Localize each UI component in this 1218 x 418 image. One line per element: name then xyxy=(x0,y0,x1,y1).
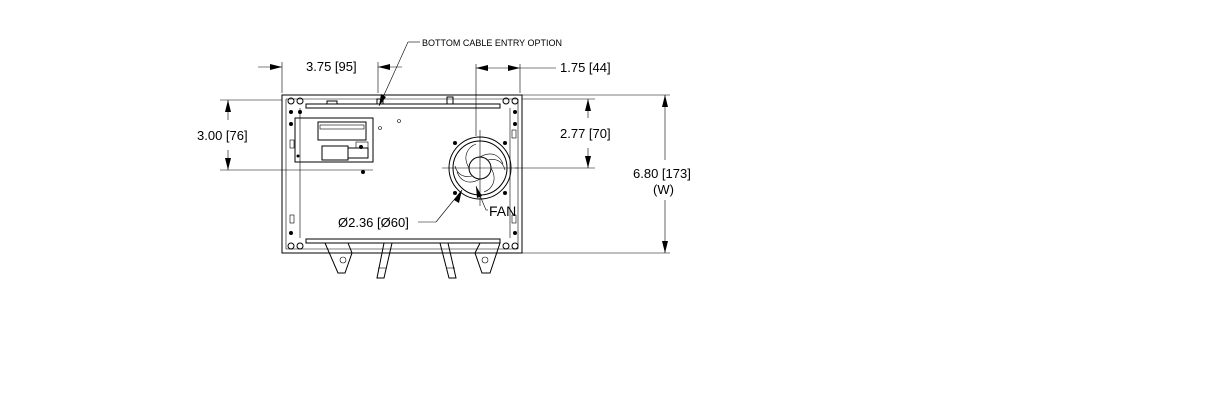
cable-entry-callout: BOTTOM CABLE ENTRY OPTION xyxy=(378,38,562,107)
fan-diameter-callout: Ø2.36 [Ø60] xyxy=(338,189,463,230)
corner-holes xyxy=(287,97,519,250)
fan-label: FAN xyxy=(489,203,516,219)
dimension-1-75: 1.75 [44] xyxy=(475,60,611,136)
fan-diameter-label: Ø2.36 [Ø60] xyxy=(338,215,409,230)
dimension-2-77: 2.77 [70] xyxy=(515,98,611,169)
fan-callout: FAN xyxy=(475,185,516,219)
dim-left-height-label: 3.00 [76] xyxy=(197,128,248,143)
dimension-3-75: 3.75 [95] xyxy=(258,59,402,93)
cable-entry-label: BOTTOM CABLE ENTRY OPTION xyxy=(422,38,562,48)
enclosure-body xyxy=(281,94,523,254)
dimension-3-00: 3.00 [76] xyxy=(197,99,295,171)
dim-width-top-label: 3.75 [95] xyxy=(306,59,357,74)
dim-fan-offset-label: 2.77 [70] xyxy=(560,126,611,141)
dim-overall-label: 6.80 [173] xyxy=(633,166,691,181)
dim-overall-note: (W) xyxy=(653,182,674,197)
dim-right-top-label: 1.75 [44] xyxy=(560,60,611,75)
cable-glands xyxy=(315,242,501,279)
terminal-block xyxy=(294,117,401,174)
dimension-6-80: 6.80 [173] (W) xyxy=(522,94,691,254)
